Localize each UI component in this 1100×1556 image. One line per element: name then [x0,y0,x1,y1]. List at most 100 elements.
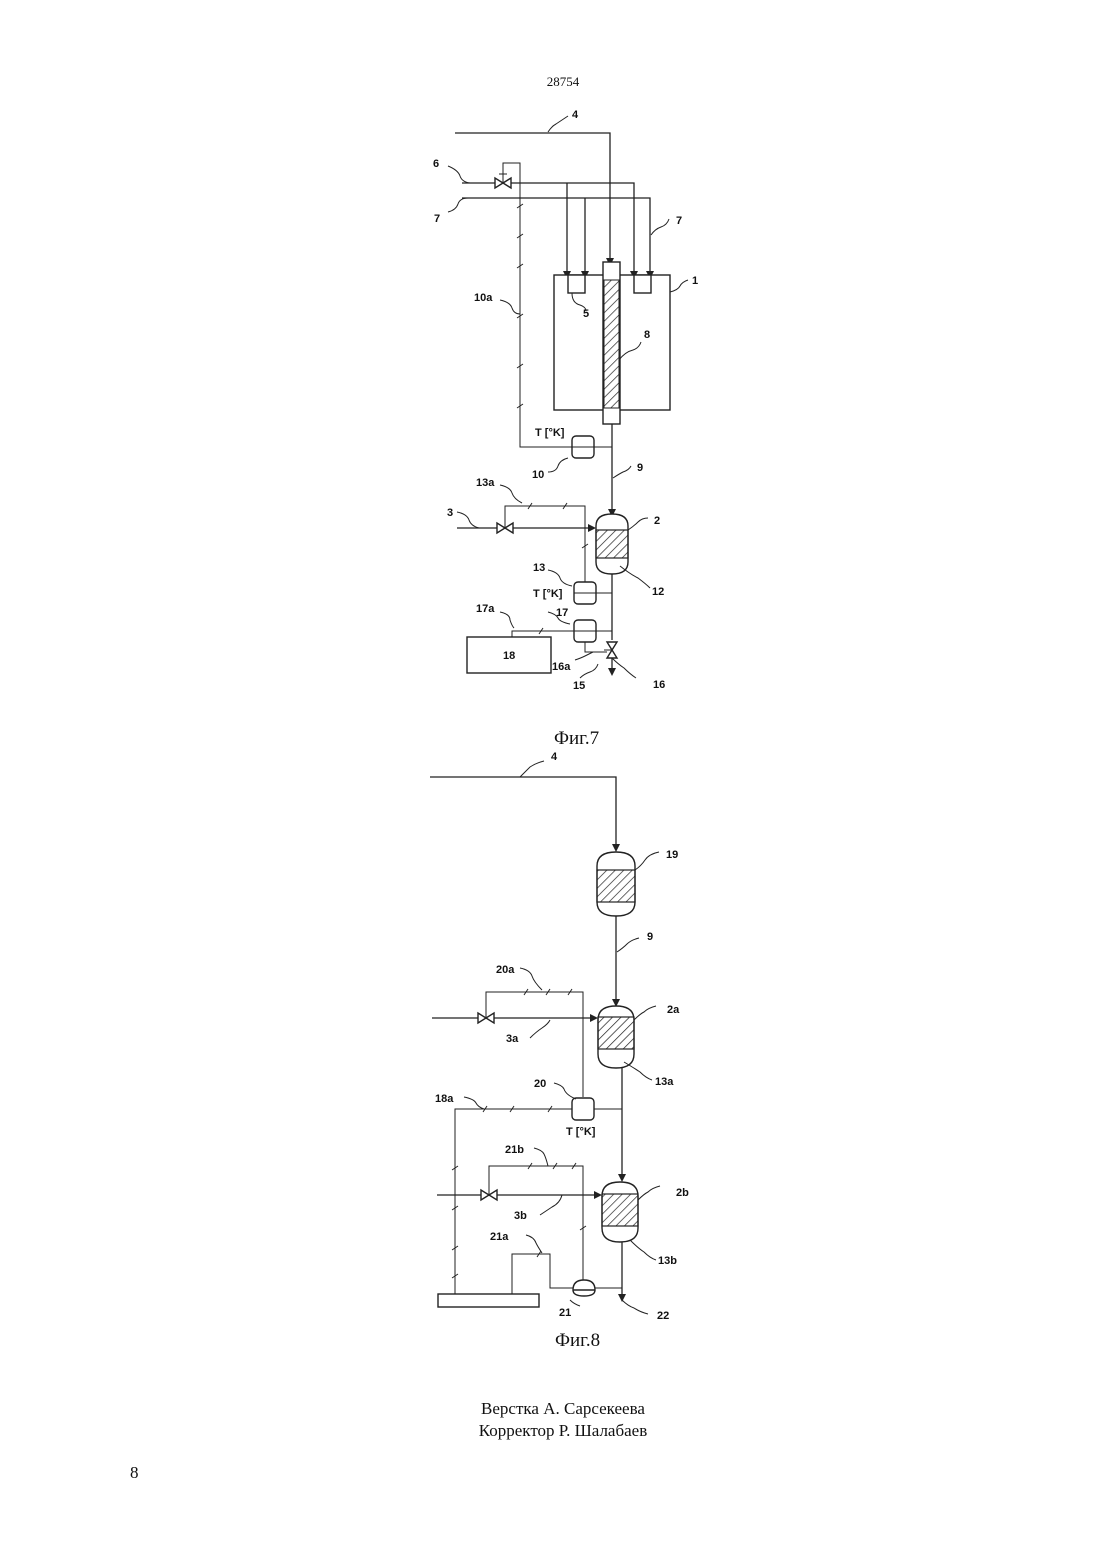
label-20: 20 [534,1078,546,1090]
leader-2b [638,1186,660,1200]
leader-7-right [651,219,669,235]
label-2a: 2a [667,1004,680,1016]
label-10: 10 [532,469,544,481]
line-4-pipe [430,777,616,848]
sensor-21 [573,1280,595,1296]
leader-3 [457,512,479,528]
label-19: 19 [666,849,678,861]
leader-21b [534,1148,548,1166]
label-16: 16 [653,679,665,691]
label-t-k-10: T [°K] [535,427,565,439]
leader-3b [540,1195,562,1215]
label-10a: 10a [474,292,493,304]
leader-16a [575,652,593,660]
label-4: 4 [551,751,558,763]
layout-credit: Верстка А. Сарсекеева [0,1398,1100,1420]
signal-line-16a [585,642,607,652]
leader-3a [530,1020,550,1038]
label-13a: 13a [476,477,495,489]
label-3a: 3a [506,1033,519,1045]
label-21: 21 [559,1307,571,1319]
leader-17a [500,612,514,628]
leader-2a [634,1006,656,1020]
figure-8-diagram: 4 19 9 20a 2a 3a 13a 20 18a T [°K] 21b 2… [430,751,689,1322]
figure-7-diagram: 4 6 7 7 1 5 8 10a T [°K] 10 9 13a 3 2 13… [433,109,698,692]
label-16a: 16a [552,661,571,673]
label-20a: 20a [496,964,515,976]
label-6: 6 [433,158,439,170]
column-8-packing [604,280,619,408]
leader-7-left [448,198,468,212]
leader-20 [554,1083,576,1099]
leader-21a [526,1235,542,1253]
label-8: 8 [644,329,650,341]
leader-12 [620,566,650,588]
label-1: 1 [692,275,698,287]
label-3b: 3b [514,1210,527,1222]
leader-19 [635,852,659,870]
label-13b: 13b [658,1255,677,1267]
label-18a: 18a [435,1093,454,1105]
leader-15 [580,664,598,678]
label-7-right: 7 [676,215,682,227]
signal-line-18a [455,1109,572,1294]
reactor-2-bed [596,530,628,558]
credits-block: Верстка А. Сарсекеева Корректор Р. Шалаб… [0,1398,1100,1442]
label-18: 18 [503,650,515,662]
leader-6 [448,166,470,183]
leader-18a [464,1097,484,1109]
label-22: 22 [657,1310,669,1322]
label-12: 12 [652,586,664,598]
leader-13a [500,485,522,503]
label-2b: 2b [676,1187,689,1199]
line-7-pipe [462,198,650,275]
leader-13a [624,1062,652,1080]
leader-2 [628,518,648,530]
leader-22 [622,1300,648,1314]
leader-13 [548,570,572,586]
controller-unit [438,1294,539,1307]
leader-4 [548,116,568,132]
label-2: 2 [654,515,660,527]
leader-9 [613,466,631,478]
leader-9 [617,938,639,952]
leader-10a [500,300,520,314]
label-15: 15 [573,680,585,692]
valve-right [503,178,511,188]
label-7-left: 7 [434,213,440,225]
leader-10 [548,458,568,472]
label-5: 5 [583,308,589,320]
label-4: 4 [572,109,579,121]
figure-7-caption: Фиг.7 [554,728,599,750]
label-13: 13 [533,562,545,574]
label-9: 9 [647,931,653,943]
signal-line-21a [512,1254,573,1294]
label-t-k-13: T [°K] [533,588,563,600]
signal-line-21b [489,1166,583,1280]
element-5 [568,275,585,293]
label-17: 17 [556,607,568,619]
signal-line-17a [512,631,574,637]
label-t-k-20: T [°K] [566,1126,596,1138]
reactor-2a-bed [598,1017,634,1049]
reactor-19-bed [597,870,635,902]
leader-1 [670,280,688,292]
leader-4 [520,761,544,777]
leader-13b [630,1240,656,1260]
label-13a: 13a [655,1076,674,1088]
leader-21 [570,1300,580,1306]
line-6-right [511,183,634,275]
leader-20a [520,968,542,990]
label-21a: 21a [490,1231,509,1243]
corrector-credit: Корректор Р. Шалабаев [0,1420,1100,1442]
label-21b: 21b [505,1144,524,1156]
element-5-right [634,275,651,293]
label-9: 9 [637,462,643,474]
label-3: 3 [447,507,453,519]
reactor-2b-bed [602,1194,638,1226]
temperature-sensor-20 [572,1098,594,1120]
page-number: 8 [130,1463,139,1483]
label-17a: 17a [476,603,495,615]
figure-8-caption: Фиг.8 [555,1330,600,1352]
